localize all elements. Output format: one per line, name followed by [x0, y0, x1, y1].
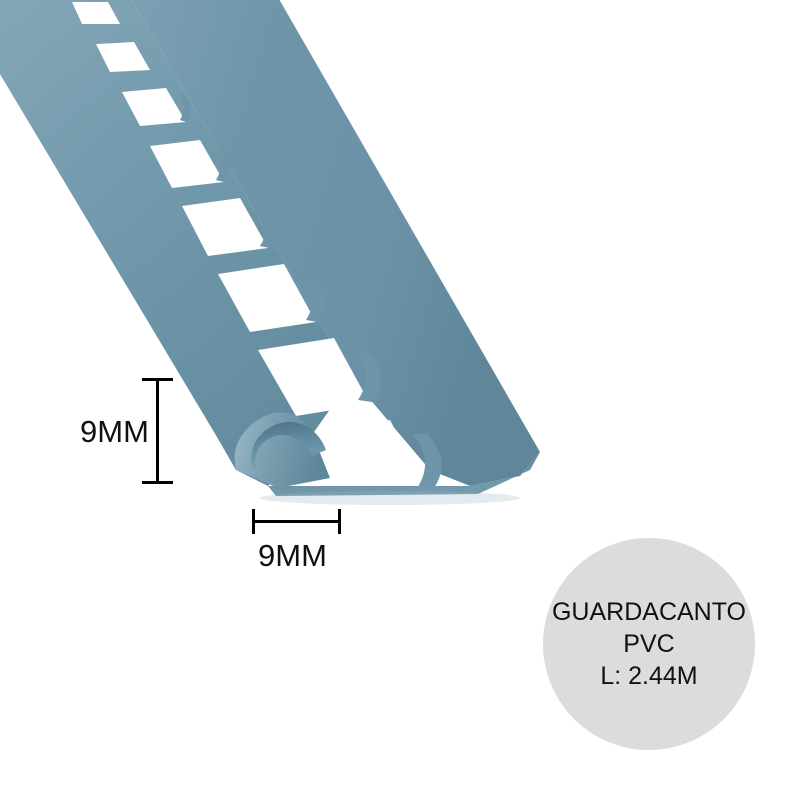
height-dimension-label: 9MM [80, 414, 149, 449]
height-dimension-tick-top [142, 378, 173, 381]
width-dimension-label: 9MM [258, 538, 327, 573]
height-dimension-tick-bottom [142, 481, 173, 484]
trim-under-groove [251, 421, 326, 468]
trim-near-edge-band [268, 452, 540, 496]
width-dimension-tick-left [252, 509, 255, 534]
trim-perforated-leg [131, 0, 540, 486]
product-info-badge: GUARDACANTO PVC L: 2.44M [543, 538, 755, 750]
product-length-label: L: 2.44M [600, 662, 698, 690]
height-dimension-line [156, 379, 159, 483]
trim-slot-hook-group [178, 94, 442, 492]
trim-contact-shadow [260, 491, 520, 505]
product-material-label: PVC [623, 630, 675, 658]
product-name-label: GUARDACANTO [551, 598, 746, 626]
trim-flat-wing [0, 0, 352, 486]
width-dimension-line [253, 520, 341, 523]
width-dimension-tick-right [338, 509, 341, 534]
